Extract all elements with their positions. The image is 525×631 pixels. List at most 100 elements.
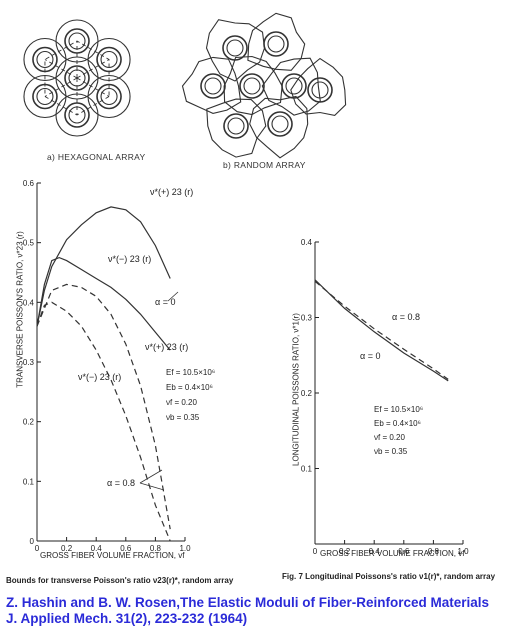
label-alpha0-left: α = 0 [155,297,176,307]
random-fiber-ring [223,113,249,139]
x-tick-label: 0.2 [339,547,351,556]
random-cell-outline [290,57,347,116]
label-upper-minus: ν*(−) 23 (r) [108,254,152,264]
hex-dashed-spoke [44,59,78,79]
series-line [36,256,171,351]
series-line [36,206,171,327]
random-fiber-core [267,35,285,53]
random-cell-outline [249,95,309,159]
random-cell-outline [261,57,321,116]
x-tick-label: 0.4 [91,544,103,553]
right-caption: Fig. 7 Longitudinal Poissons's ratio ν1(… [282,572,496,581]
series-line [36,301,171,542]
y-tick-label: 0.1 [301,465,313,474]
y-tick-label: 0.2 [301,389,313,398]
label-alpha0-right: α = 0 [360,351,381,361]
y-tick-label: 0.2 [23,418,35,427]
random-array-label: b) RANDOM ARRAY [223,160,306,170]
x-tick-label: 1.0 [457,547,469,556]
hex-fiber-core [36,50,54,69]
right-plot: 0.4 0.3 0.2 0.1 0 0.2 0.4 0.6 0.8 1.0 [301,238,469,556]
x-tick-label: 0 [35,544,40,553]
x-tick-label: 0.6 [120,544,132,553]
x-tick-label: 1.0 [179,544,191,553]
label-lower-minus: ν*(−) 23 (r) [78,372,122,382]
right-ylabel-text: LONGITUDINAL POISSONS RATIO, ν*1(r) [291,313,301,466]
alpha0-pointer [167,291,179,302]
prop-vb: νb = 0.35 [166,413,200,422]
random-fiber-core [226,39,244,57]
random-fiber-ring [267,111,293,137]
random-fiber-core [227,117,245,135]
y-tick-label: 0.6 [23,179,35,188]
y-tick-label: 0.5 [23,239,35,248]
left-props: Ef = 10.5×10⁶ Eb = 0.4×10⁶ νf = 0.20 νb … [166,365,215,425]
left-ylabel: TRANSVERSE POISSON'S RATIO, ν*23 (r) [16,190,25,430]
rprop-vf: νf = 0.20 [374,433,405,442]
left-plot: 0.6 0.5 0.4 0.3 0.2 0.1 00 0.2 0.4 0.6 0.8 1.0 [23,179,191,553]
rprop-vb: νb = 0.35 [374,447,408,456]
x-tick-label: 0.2 [61,544,73,553]
right-ylabel: LONGITUDINAL POISSONS RATIO, ν*1(r) [292,280,301,500]
y-tick-label: 0.4 [23,298,35,307]
prop-eb: Eb = 0.4×10⁶ [166,383,213,392]
x-tick-label: 0.6 [398,547,410,556]
prop-vf: νf = 0.20 [166,398,197,407]
right-plot-series [314,279,449,382]
random-fiber-ring [239,73,265,99]
label-alpha08-right: α = 0.8 [392,312,420,322]
random-fiber-core [204,77,222,95]
series-line [314,280,449,380]
left-caption: Bounds for transverse Poisson's ratio ν2… [6,576,234,585]
series-line [36,283,171,530]
random-cell-outline [206,98,267,158]
series-line [314,279,449,382]
random-fiber-core [243,77,261,95]
y-tick-label: 0.3 [301,314,313,323]
y-tick-label: 0.4 [301,238,313,247]
rprop-eb: Eb = 0.4×10⁶ [374,419,421,428]
rprop-ef: Ef = 10.5×10⁶ [374,405,424,414]
hexagonal-array-diagram [23,19,131,137]
random-cell-outline [181,56,242,114]
label-upper-plus: ν*(+) 23 (r) [150,187,194,197]
right-props: Ef = 10.5×10⁶ Eb = 0.4×10⁶ νf = 0.20 νb … [374,403,423,459]
x-tick-label: 0.8 [428,547,440,556]
hexagonal-array-label: a) HEXAGONAL ARRAY [47,152,146,162]
hex-fiber-core [36,87,54,106]
y-tick-label: 0 [30,537,35,546]
left-plot-axes: 0.6 0.5 0.4 0.3 0.2 0.1 00 0.2 0.4 0.6 0.8 1.0 [23,179,191,553]
random-fiber-core [285,77,303,95]
label-lower-plus: ν*(+) 23 (r) [145,342,189,352]
random-fiber-core [271,115,289,133]
random-cell-outline [223,55,283,116]
left-xlabel: GROSS FIBER VOLUME FRACTION, vf [40,551,185,560]
y-tick-label: 0.1 [23,477,35,486]
x-tick-label: 0.4 [369,547,381,556]
random-fiber-core [311,81,329,99]
hex-fiber-ring [64,65,90,91]
array-schematics [23,12,347,159]
random-cell-outline [205,19,266,82]
random-fiber-ring [307,77,333,103]
prop-ef: Ef = 10.5×10⁶ [166,368,216,377]
y-tick-label: 0.3 [23,358,35,367]
random-fiber-ring [263,31,289,57]
alpha08-pointer [139,482,165,491]
x-tick-label: 0.8 [150,544,162,553]
citation-line-1: Z. Hashin and B. W. Rosen,The Elastic Mo… [6,595,490,610]
x-tick-label: 0 [313,547,318,556]
random-fiber-ring [200,73,226,99]
random-array-diagram [181,12,347,159]
left-plot-series [36,206,179,542]
hex-dashed-spoke [76,77,110,97]
random-cell-outline [247,12,306,71]
alpha08-pointer [139,469,163,484]
hex-dashed-spoke [76,59,110,79]
citation-line-2: J. Applied Mech. 31(2), 223-232 (1964) [6,611,248,626]
hex-dashed-spoke [44,77,78,97]
right-plot-axes: 0.4 0.3 0.2 0.1 0 0.2 0.4 0.6 0.8 1.0 [301,238,469,556]
left-ylabel-text: TRANSVERSE POISSON'S RATIO, ν*23 (r) [15,231,25,388]
label-alpha08-left: α = 0.8 [107,478,135,488]
right-xlabel: GROSS FIBER VOLUME FRACTION, vf [320,549,465,558]
